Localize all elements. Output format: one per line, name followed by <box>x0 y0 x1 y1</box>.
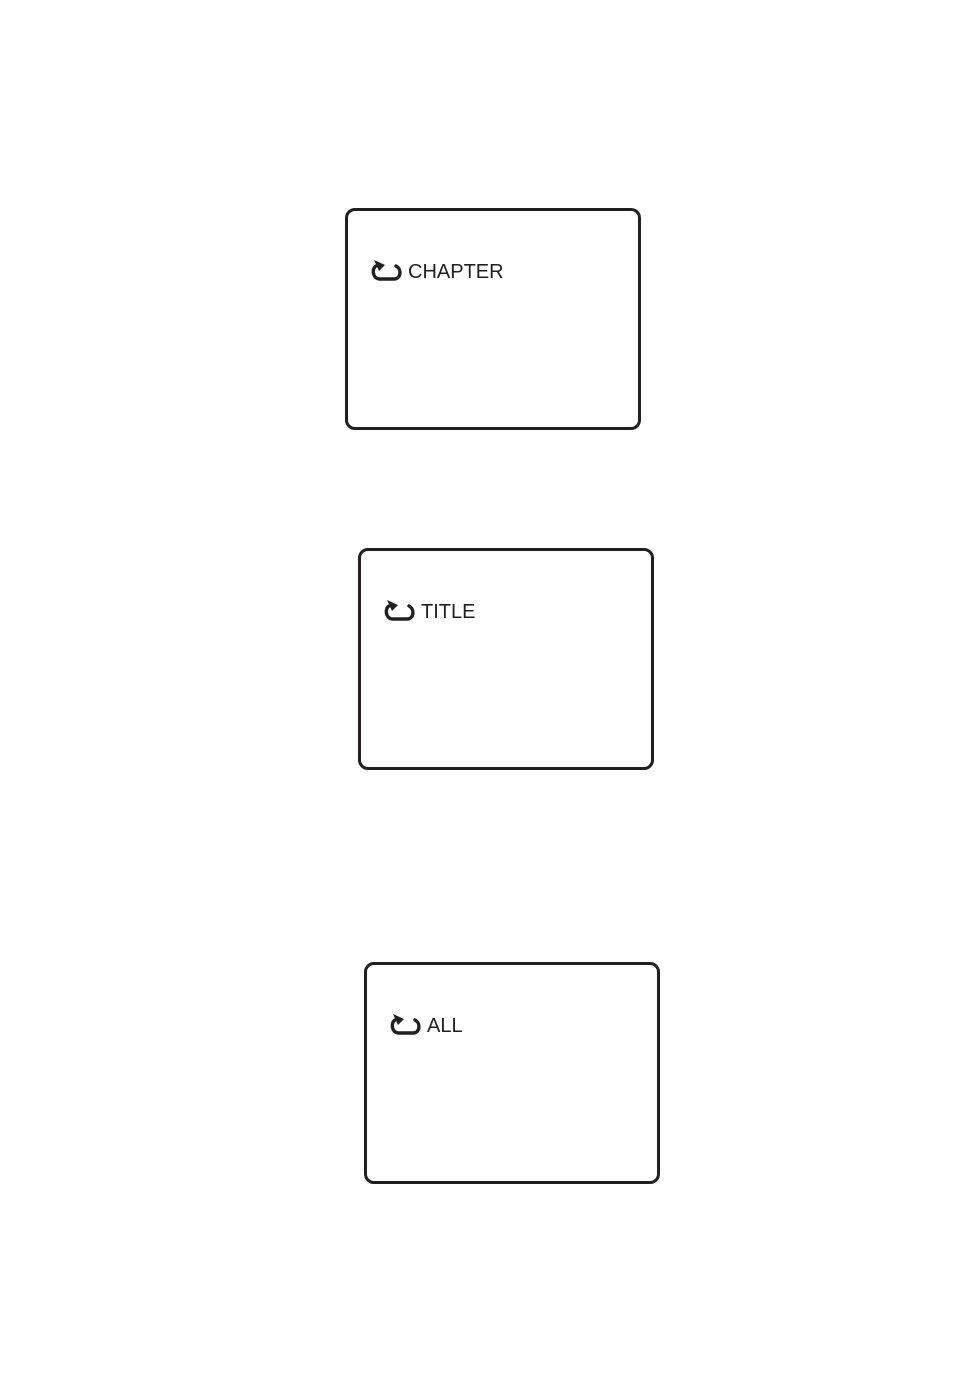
tv-screen-title-repeat: TITLE <box>358 548 654 770</box>
tv-screen-all-repeat: ALL <box>364 962 660 1184</box>
repeat-icon <box>383 596 417 624</box>
repeat-icon <box>370 256 404 284</box>
repeat-osd: ALL <box>389 1009 463 1039</box>
repeat-icon <box>389 1010 423 1038</box>
repeat-mode-label: ALL <box>427 1015 463 1037</box>
repeat-mode-label: CHAPTER <box>408 261 504 283</box>
tv-screen-chapter-repeat: CHAPTER <box>345 208 641 430</box>
repeat-mode-label: TITLE <box>421 601 475 623</box>
repeat-osd: CHAPTER <box>370 255 504 285</box>
repeat-osd: TITLE <box>383 595 475 625</box>
